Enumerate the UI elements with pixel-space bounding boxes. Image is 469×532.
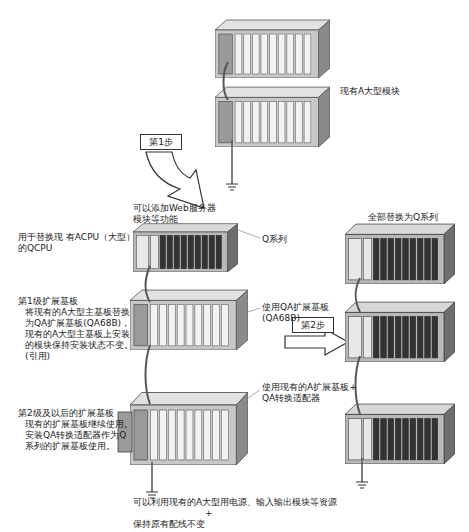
annotation-text: 使用QA扩展基板 (QA68B) [262,302,338,324]
step-label: 第1步 [141,135,181,149]
annotation-text: 第2级及以后的扩展基板 [18,408,114,419]
annotation-text: 现有A大型模块 [340,86,400,97]
annotation-text: 用于替换现 有ACPU（大型）的QCPU [18,232,138,254]
annotation-text: 现有的扩展基板继续使用。安装QA转换适配器作为Q系列的扩展基板使用。 [25,419,133,452]
annotation-text: 将现有的A大型主基板替换为QA扩展基板(QA68B)，现有的A大型主基板上安装的… [25,307,133,362]
annotation-text: 使用现有的A扩展基板+ QA转换适配器 [262,382,368,404]
annotation-text: + [205,508,213,519]
annotation-text: 第1级扩展基板 [18,296,78,307]
annotation-text: 保持原有配线不变 [133,519,205,530]
annotation-text: 全部替换为Q系列 [368,212,438,223]
step-box: 第1步 [140,134,182,150]
annotation-text: Q系列 [262,234,287,245]
annotation-text: 可以添加Web服务器 模块等功能 [133,203,225,225]
annotation-text: 可以利用现有的A大型用电源、输入输出模块等资源 [133,497,337,508]
